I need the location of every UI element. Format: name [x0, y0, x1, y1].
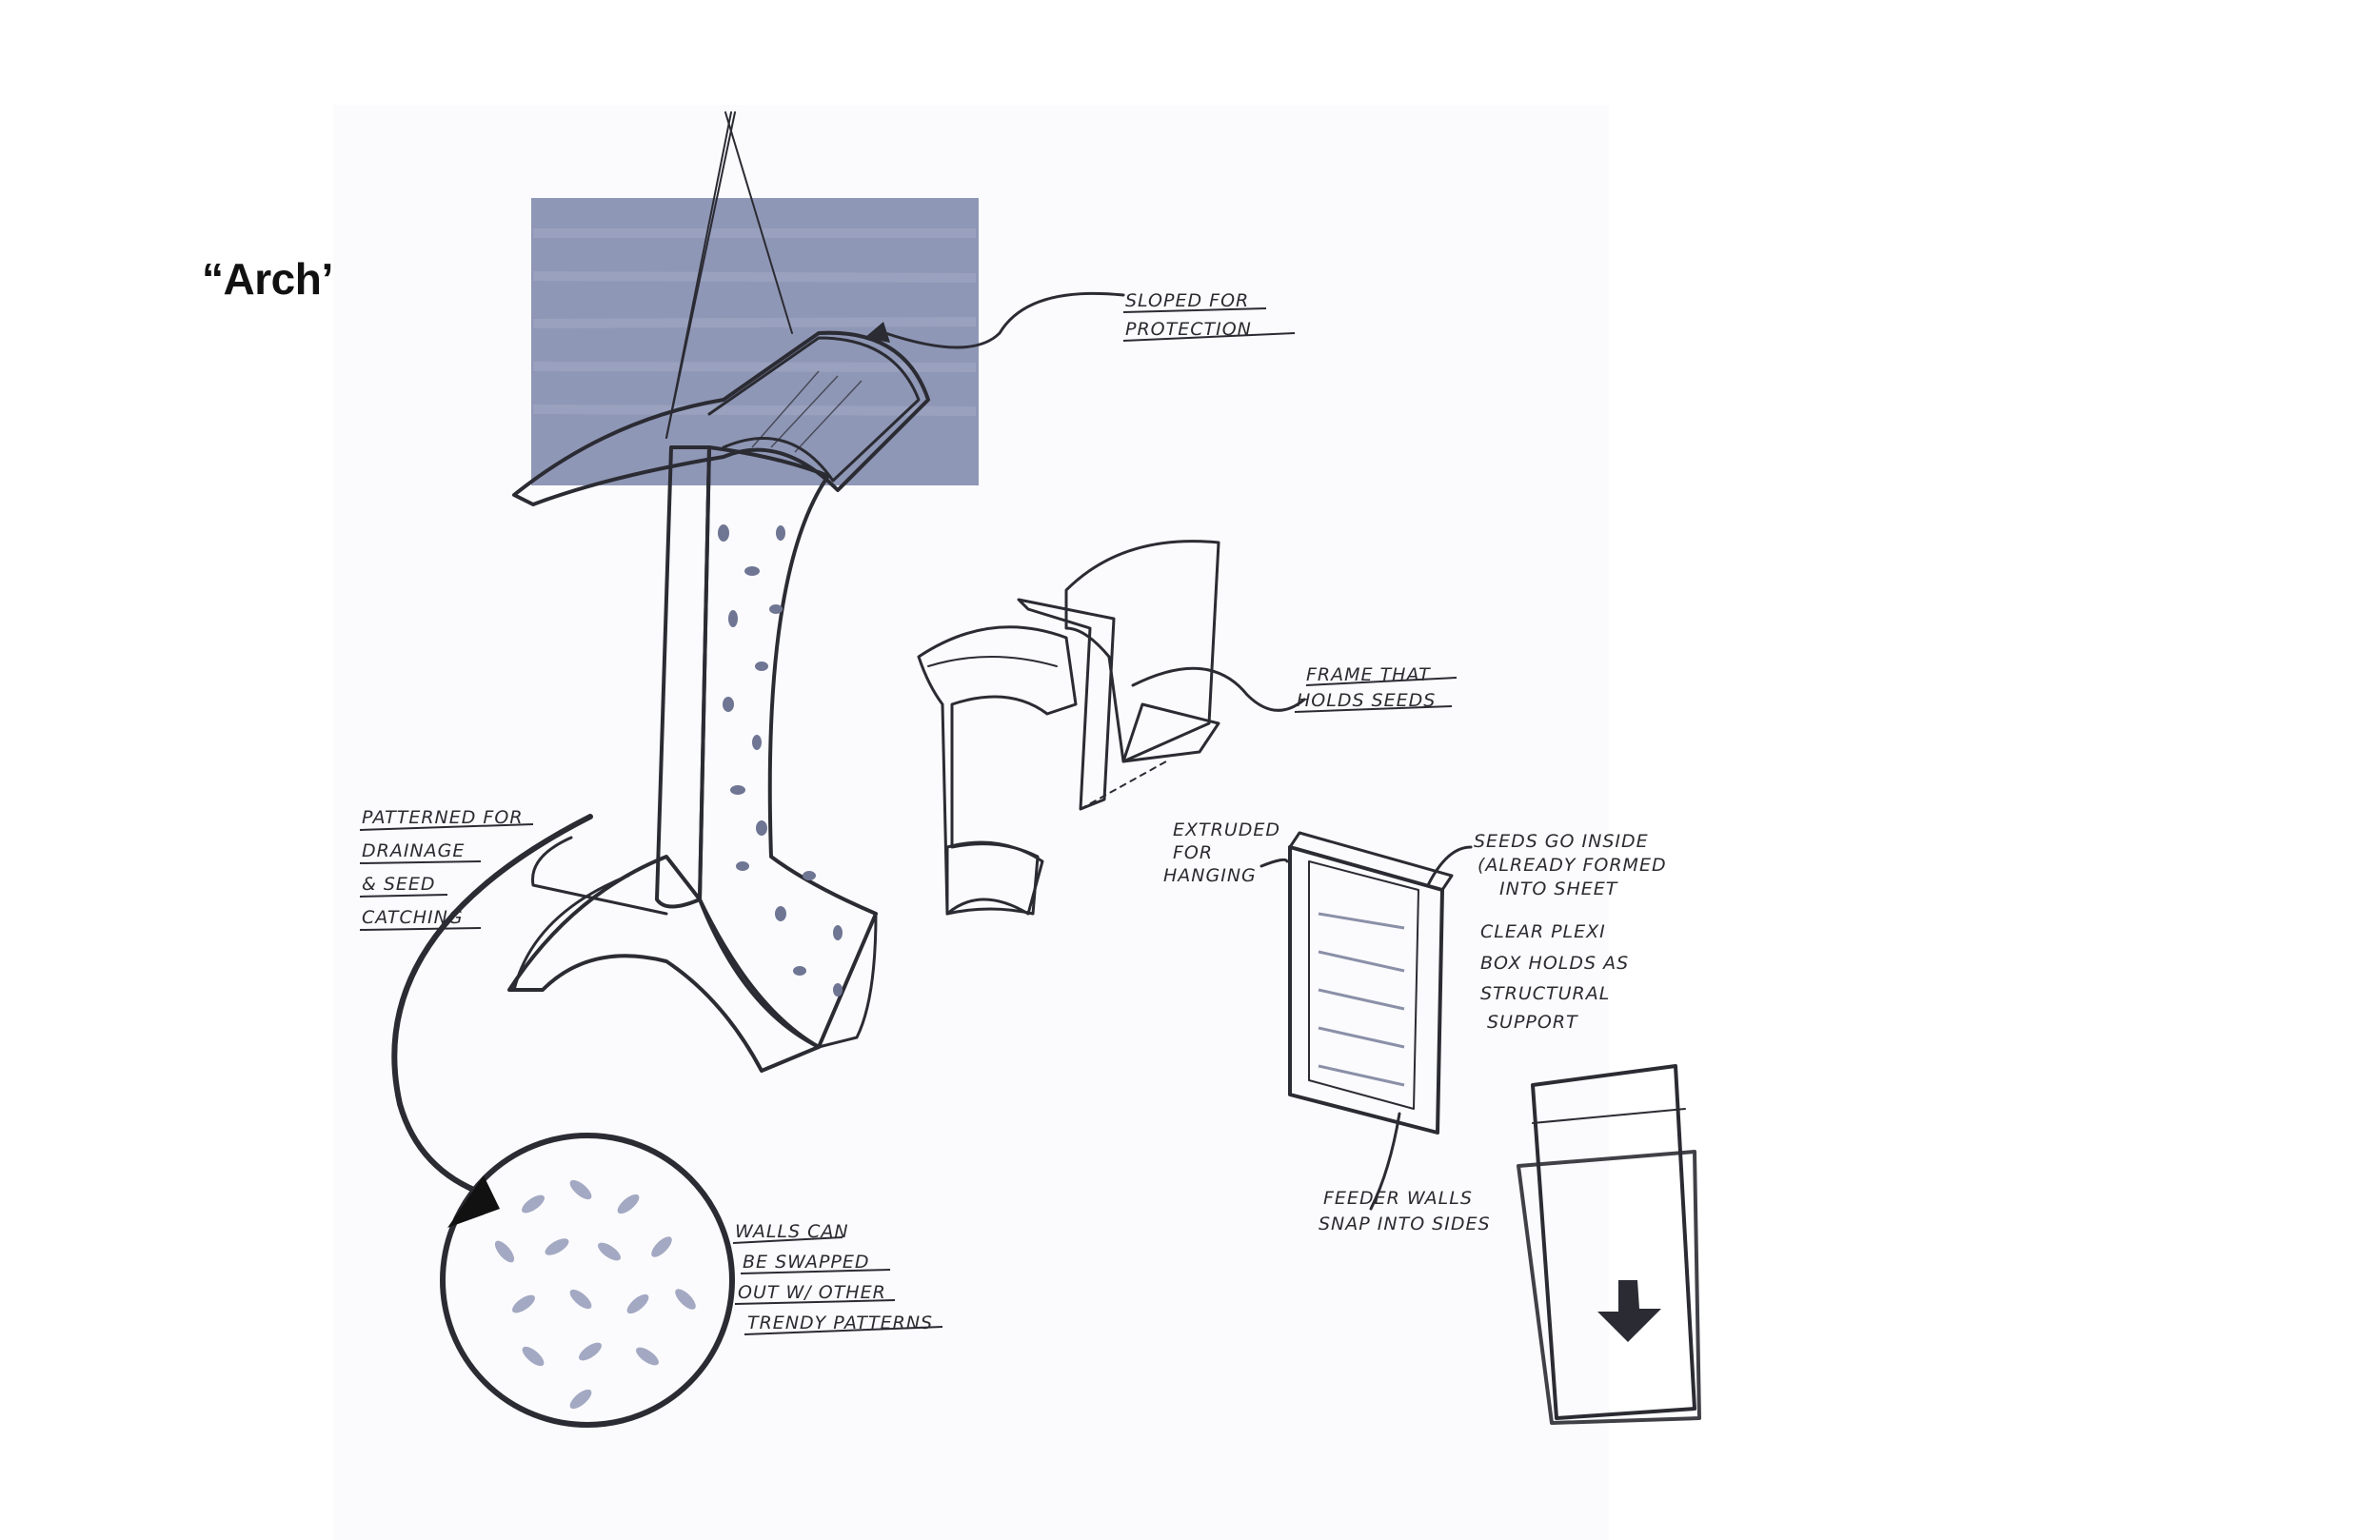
svg-text:BE SWAPPED: BE SWAPPED	[743, 1252, 870, 1273]
annotation-extruded: EXTRUDED FOR HANGING	[1163, 819, 1280, 886]
svg-text:DRAINAGE: DRAINAGE	[362, 840, 465, 861]
svg-text:SLOPED FOR: SLOPED FOR	[1125, 290, 1249, 311]
annotation-sloped: SLOPED FOR PROTECTION	[1125, 290, 1252, 340]
leader-lines	[531, 291, 1473, 1211]
annotation-feeder-walls: FEEDER WALLS SNAP INTO SIDES	[1319, 1188, 1491, 1234]
svg-text:PATTERNED FOR: PATTERNED FOR	[362, 807, 524, 828]
svg-text:EXTRUDED: EXTRUDED	[1173, 819, 1280, 840]
zoom-arrowhead	[447, 1175, 500, 1228]
pattern-detail-circle	[440, 1133, 735, 1428]
svg-text:OUT W/ OTHER: OUT W/ OTHER	[738, 1282, 886, 1303]
annotation-underlines	[359, 307, 1458, 1335]
annotation-patterned: PATTERNED FOR DRAINAGE & SEED CATCHING	[362, 807, 524, 928]
svg-text:PROTECTION: PROTECTION	[1125, 319, 1252, 340]
plexi-seed-box	[1288, 831, 1454, 1135]
svg-text:CLEAR PLEXI: CLEAR PLEXI	[1480, 921, 1606, 942]
svg-text:HANGING: HANGING	[1163, 865, 1257, 886]
svg-text:FOR: FOR	[1173, 842, 1213, 863]
zoom-arrow	[391, 814, 593, 1197]
svg-text:INTO SHEET: INTO SHEET	[1499, 879, 1618, 899]
svg-text:& SEED: & SEED	[362, 874, 436, 895]
svg-text:SNAP INTO SIDES: SNAP INTO SIDES	[1319, 1214, 1491, 1234]
svg-text:CATCHING: CATCHING	[362, 907, 464, 928]
svg-text:BOX HOLDS AS: BOX HOLDS AS	[1480, 953, 1629, 974]
svg-text:HOLDS SEEDS: HOLDS SEEDS	[1297, 690, 1436, 711]
main-arch-feeder	[507, 330, 930, 1073]
assembled-wall	[1517, 1064, 1701, 1425]
annotation-plexi: CLEAR PLEXI BOX HOLDS AS STRUCTURAL SUPP…	[1480, 921, 1629, 1033]
marker-background	[531, 198, 979, 485]
exploded-frame-view	[917, 540, 1220, 916]
svg-text:SEEDS GO INSIDE: SEEDS GO INSIDE	[1474, 831, 1649, 852]
annotation-seeds-inside: SEEDS GO INSIDE (ALREADY FORMED INTO SHE…	[1474, 831, 1667, 899]
svg-text:FEEDER WALLS: FEEDER WALLS	[1323, 1188, 1473, 1209]
svg-text:SUPPORT: SUPPORT	[1487, 1012, 1578, 1033]
svg-text:(ALREADY FORMED: (ALREADY FORMED	[1478, 855, 1667, 876]
svg-text:WALLS CAN: WALLS CAN	[735, 1221, 849, 1242]
svg-text:STRUCTURAL: STRUCTURAL	[1480, 983, 1610, 1004]
hanging-strings	[665, 111, 793, 439]
